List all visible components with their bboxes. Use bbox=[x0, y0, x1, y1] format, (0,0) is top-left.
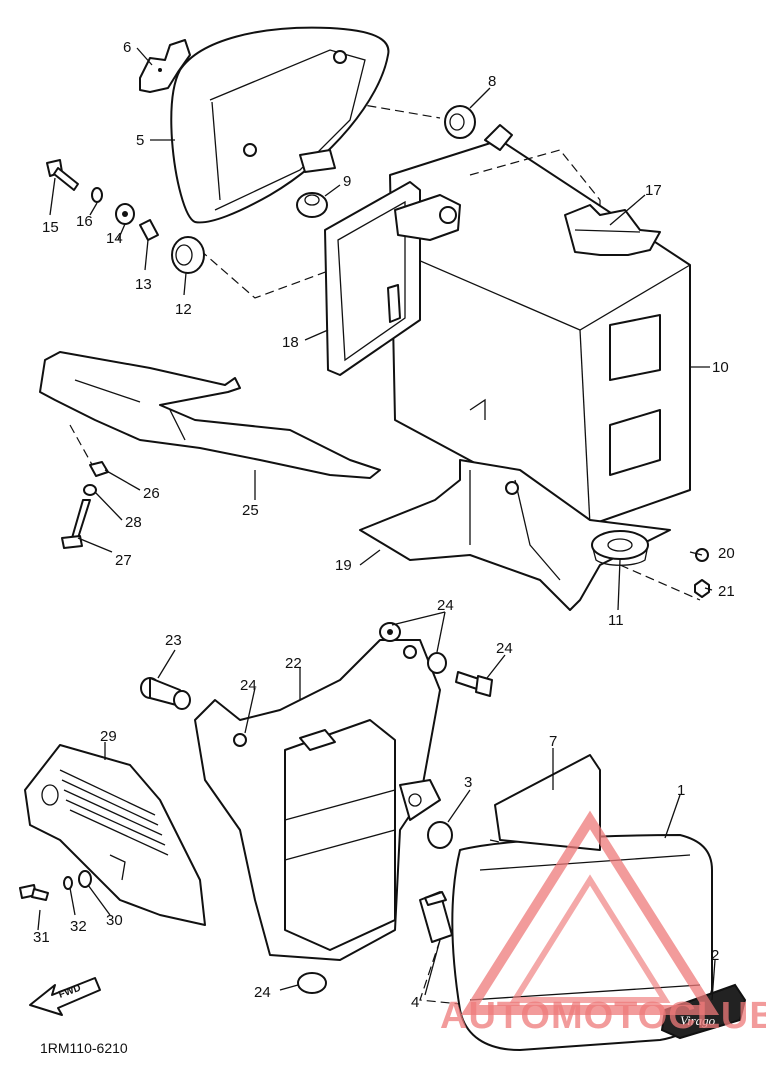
callout-26: 24 bbox=[254, 984, 271, 1001]
callout-13: 13 bbox=[135, 276, 152, 293]
part-27-stay bbox=[39, 351, 381, 479]
callout-20: 20 bbox=[718, 545, 735, 562]
callout-14: 14 bbox=[106, 230, 123, 247]
callout-34: 32 bbox=[70, 918, 87, 935]
callout-21: 21 bbox=[718, 583, 735, 600]
callout-labels: 6 5 8 9 17 10 15 16 14 13 12 18 11 19 20… bbox=[33, 39, 735, 1011]
part-28-nut bbox=[89, 461, 109, 477]
part-17-pad bbox=[564, 204, 661, 256]
callout-1: 1 bbox=[677, 782, 685, 799]
part-12-grommet bbox=[171, 236, 205, 274]
callout-3: 3 bbox=[464, 774, 472, 791]
part-4-damper bbox=[419, 891, 453, 943]
part-34-washer bbox=[63, 876, 73, 890]
fwd-arrow-icon: FWD bbox=[29, 977, 101, 1016]
part-14-collar bbox=[115, 203, 135, 225]
callout-18: 18 bbox=[282, 334, 299, 351]
callout-30: 28 bbox=[125, 514, 142, 531]
part-32-grommet bbox=[78, 870, 92, 888]
callout-2: 2 bbox=[711, 947, 719, 964]
callout-19: 19 bbox=[335, 557, 352, 574]
part-6-clip bbox=[139, 39, 191, 93]
part-33-bolt bbox=[19, 884, 49, 901]
callout-24-left: 24 bbox=[240, 677, 257, 694]
part-code: 1RM110-6210 bbox=[40, 1040, 128, 1056]
callout-28: 26 bbox=[143, 485, 160, 502]
callout-15: 15 bbox=[42, 219, 59, 236]
leader-lines bbox=[37, 47, 716, 1001]
badge-text: Virago bbox=[680, 1013, 716, 1028]
callout-10: 10 bbox=[712, 359, 729, 376]
callout-29: 27 bbox=[115, 552, 132, 569]
part-5-side-cover bbox=[170, 26, 390, 224]
part-8-grommet bbox=[444, 105, 476, 139]
callout-8: 8 bbox=[488, 73, 496, 90]
watermark-text: AUTOMOTOCLUB bbox=[440, 995, 766, 1037]
part-7-decal bbox=[494, 754, 601, 851]
part-16-washer bbox=[91, 187, 103, 203]
part-3-grommet bbox=[427, 821, 453, 849]
callout-7: 7 bbox=[549, 733, 557, 750]
callout-24-top: 24 bbox=[437, 597, 454, 614]
part-30-washer bbox=[83, 484, 97, 496]
part-21-nut bbox=[694, 579, 710, 598]
callout-17: 17 bbox=[645, 182, 662, 199]
part-31-side-cover bbox=[24, 744, 206, 926]
part-26-grommet bbox=[297, 972, 327, 994]
callout-33: 31 bbox=[33, 929, 50, 946]
part-13-spacer bbox=[139, 219, 159, 241]
part-24-collar-b bbox=[427, 652, 447, 674]
part-25-bolt bbox=[455, 671, 493, 697]
callout-11: 11 bbox=[608, 612, 624, 629]
callout-9: 9 bbox=[343, 173, 351, 190]
callout-25: 24 bbox=[496, 640, 513, 657]
callout-5: 5 bbox=[136, 132, 144, 149]
part-15-bolt bbox=[46, 159, 79, 191]
part-19-bracket bbox=[359, 459, 671, 611]
callout-23: 23 bbox=[165, 632, 182, 649]
callout-32: 30 bbox=[106, 912, 123, 929]
callout-16: 16 bbox=[76, 213, 93, 230]
callout-4: 4 bbox=[411, 994, 419, 1011]
callout-6: 6 bbox=[123, 39, 131, 56]
watermark-logo: AUTOMOTOCLUB bbox=[440, 810, 766, 1037]
callout-22: 22 bbox=[285, 655, 302, 672]
callout-31: 29 bbox=[100, 728, 117, 745]
callout-12: 12 bbox=[175, 301, 192, 318]
part-23-bolt bbox=[140, 677, 191, 710]
part-22-airbox bbox=[194, 639, 441, 961]
callout-27: 25 bbox=[242, 502, 259, 519]
part-18-band bbox=[324, 181, 461, 376]
part-24-collar-a bbox=[379, 622, 401, 642]
part-9-grommet bbox=[296, 192, 328, 218]
